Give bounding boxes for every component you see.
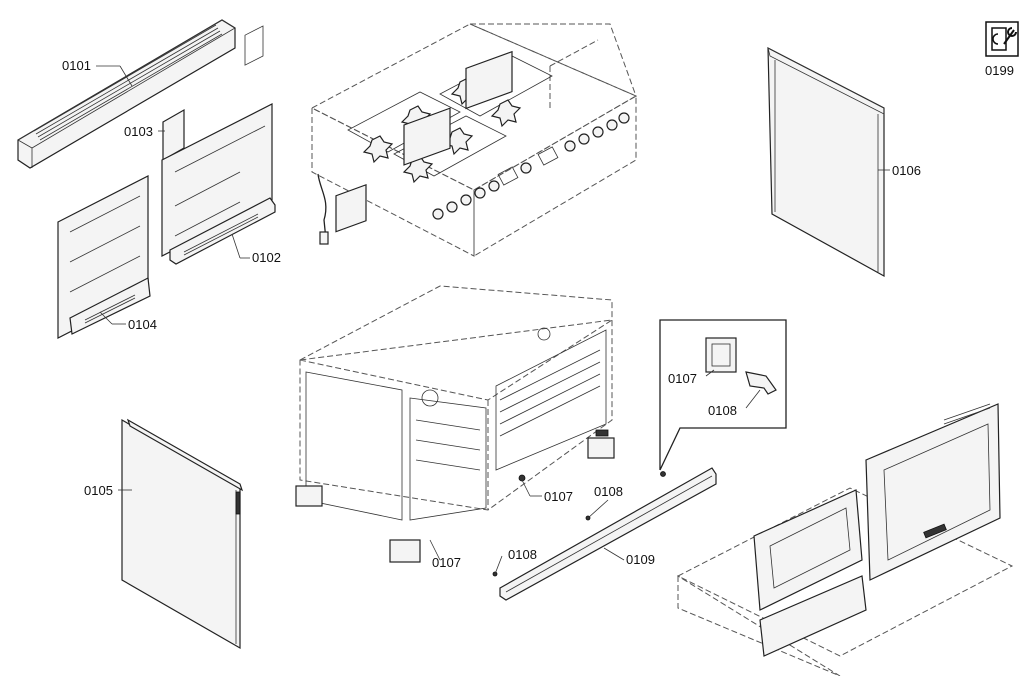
wrench-service-icon	[985, 21, 1019, 57]
part-0103-small-plate	[162, 108, 185, 162]
inset-detail-box	[659, 319, 787, 477]
label-0199: 0199	[985, 63, 1014, 78]
label-0108-inset: 0108	[708, 403, 737, 418]
part-0101-back-trim	[17, 19, 236, 169]
label-0108-mid: 0108	[594, 484, 623, 499]
leader-lines	[96, 65, 890, 575]
label-0108-low: 0108	[508, 547, 537, 562]
label-0103: 0103	[124, 124, 153, 139]
part-0105-side-panel	[121, 418, 244, 650]
label-0109: 0109	[626, 552, 655, 567]
part-0104-rear-panel	[57, 175, 151, 339]
label-0107-mid: 0107	[544, 489, 573, 504]
label-0107-inset: 0107	[668, 371, 697, 386]
label-0101: 0101	[62, 58, 91, 73]
label-0102: 0102	[252, 250, 281, 265]
part-0109-kick-plate	[499, 467, 717, 601]
range-body-frame	[295, 50, 615, 563]
label-0104: 0104	[128, 317, 157, 332]
part-0106-side-panel	[767, 47, 885, 278]
label-0106: 0106	[892, 163, 921, 178]
label-0107-bottom: 0107	[432, 555, 461, 570]
drawer-and-doors-assembly	[676, 403, 1014, 676]
label-0105: 0105	[84, 483, 113, 498]
part-0102-rear-panel	[161, 25, 276, 265]
